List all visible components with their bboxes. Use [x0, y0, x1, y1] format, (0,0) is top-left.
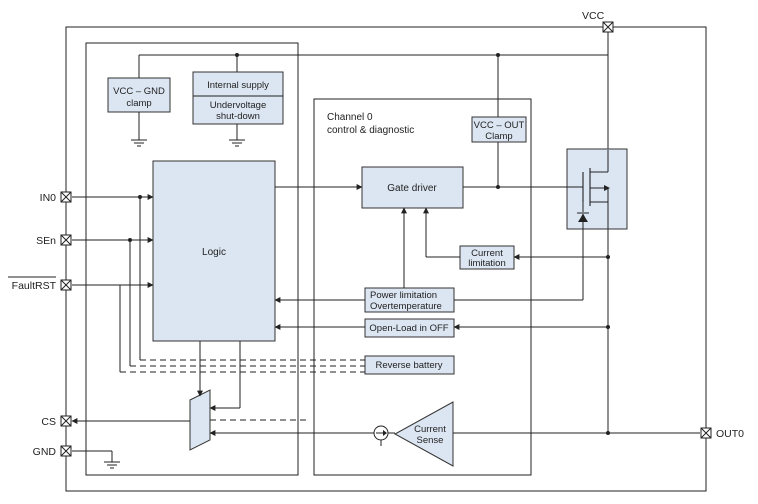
vcc-gnd-clamp-label-1: VCC – GND	[113, 86, 165, 97]
pin-out0	[700, 427, 712, 439]
multiplexer-icon	[189, 389, 211, 451]
channel-title: Channel 0	[327, 112, 373, 123]
current-sense-label-2: Sense	[417, 435, 444, 446]
internal-supply-block	[192, 71, 284, 125]
power-mosfet-icon	[566, 148, 628, 230]
gate-driver-label: Gate driver	[387, 183, 437, 194]
ground-icon	[104, 461, 120, 469]
pin-label-out0: OUT0	[716, 428, 744, 440]
vcc-out-clamp-block	[471, 116, 527, 143]
reverse-battery-block	[364, 355, 455, 375]
pin-in0	[60, 191, 72, 203]
power-limitation-label-2: Overtemperature	[370, 301, 442, 312]
gate-driver-block	[361, 166, 464, 209]
ground-icon	[229, 139, 245, 147]
pin-gnd	[60, 445, 72, 457]
device-outline	[65, 26, 707, 492]
triangle-amplifier-icon	[393, 401, 454, 467]
pin-cs	[60, 415, 72, 427]
pin-faultrst	[60, 279, 72, 291]
reverse-battery-label: Reverse battery	[375, 360, 442, 371]
current-limitation-label-1: Current	[471, 248, 503, 259]
pin-label-vcc: VCC	[582, 10, 605, 22]
vcc-gnd-clamp-label-2: clamp	[126, 98, 151, 109]
logic-group-frame	[85, 42, 299, 476]
vcc-out-clamp-label-2: Clamp	[485, 131, 512, 142]
undervoltage-label-1: Undervoltage	[210, 100, 267, 111]
vcc-out-clamp-label-1: VCC – OUT	[474, 120, 525, 131]
pin-vcc	[602, 21, 614, 33]
undervoltage-label-2: shut-down	[216, 111, 260, 122]
pin-label-sen: SEn	[36, 235, 56, 247]
logic-block	[152, 160, 276, 342]
pin-label-faultrst: FaultRST	[12, 280, 57, 292]
channel-group-frame	[313, 98, 532, 476]
current-sense-label-1: Current	[414, 424, 446, 435]
pin-label-in0: IN0	[40, 192, 57, 204]
pin-label-gnd: GND	[33, 446, 57, 458]
channel-subtitle: control & diagnostic	[327, 125, 414, 136]
vcc-gnd-clamp-block	[107, 77, 171, 113]
ground-icon	[131, 139, 147, 147]
logic-label: Logic	[202, 247, 226, 258]
power-limitation-label-1: Power limitation	[370, 290, 437, 301]
current-source-icon	[373, 425, 389, 446]
current-limitation-label-2: limitation	[468, 258, 506, 269]
signal-wires	[71, 184, 700, 462]
internal-supply-label: Internal supply	[207, 80, 269, 91]
pin-sen	[60, 234, 72, 246]
open-load-label: Open-Load in OFF	[369, 323, 448, 334]
pin-label-cs: CS	[41, 416, 56, 428]
power-limitation-block	[364, 287, 455, 313]
supply-wires	[138, 27, 609, 187]
